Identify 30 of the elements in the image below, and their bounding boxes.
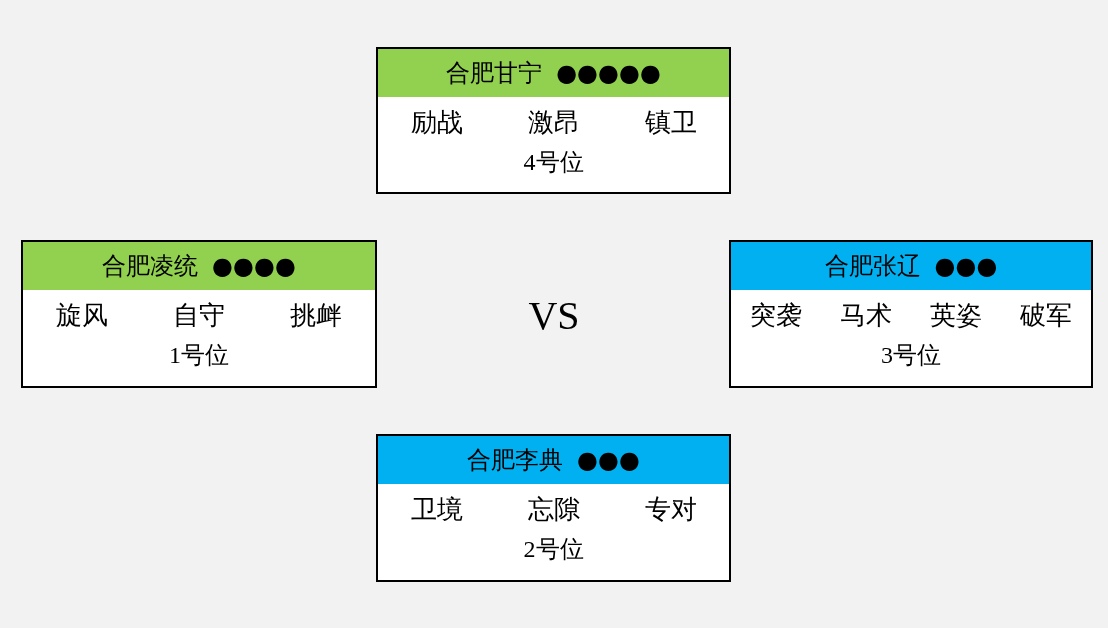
hero-name: 合肥张辽 <box>824 251 921 282</box>
star-rating: ●●● <box>577 446 640 474</box>
star-rating: ●●● <box>934 252 998 280</box>
position-label: 3号位 <box>881 341 941 370</box>
star-rating: ●●●● <box>212 252 296 280</box>
skill-name: 忘隙 <box>527 494 580 526</box>
skill-name: 突袭 <box>750 300 802 332</box>
position-label: 2号位 <box>523 535 584 564</box>
skill-name: 破军 <box>1020 300 1072 332</box>
skill-name: 励战 <box>410 107 463 139</box>
skill-name: 挑衅 <box>290 300 343 332</box>
versus-text: VS <box>527 292 581 339</box>
skill-name: 激昂 <box>527 107 580 139</box>
hero-name: 合肥凌统 <box>102 251 199 282</box>
star-rating: ●●●●● <box>556 59 661 87</box>
skill-name: 旋风 <box>55 300 108 332</box>
skill-name: 镇卫 <box>644 107 697 139</box>
hero-card <box>376 434 731 582</box>
hero-card <box>376 47 731 194</box>
skill-name: 自守 <box>173 300 225 332</box>
hero-name: 合肥甘宁 <box>446 58 543 89</box>
position-label: 4号位 <box>523 148 584 177</box>
skill-name: 卫境 <box>410 494 463 526</box>
hero-card <box>21 240 377 388</box>
skill-name: 马术 <box>840 300 892 332</box>
hero-name: 合肥李典 <box>467 445 564 476</box>
position-label: 1号位 <box>169 341 229 370</box>
skill-name: 专对 <box>644 494 697 526</box>
skill-name: 英姿 <box>930 300 982 332</box>
hero-card <box>729 240 1093 388</box>
